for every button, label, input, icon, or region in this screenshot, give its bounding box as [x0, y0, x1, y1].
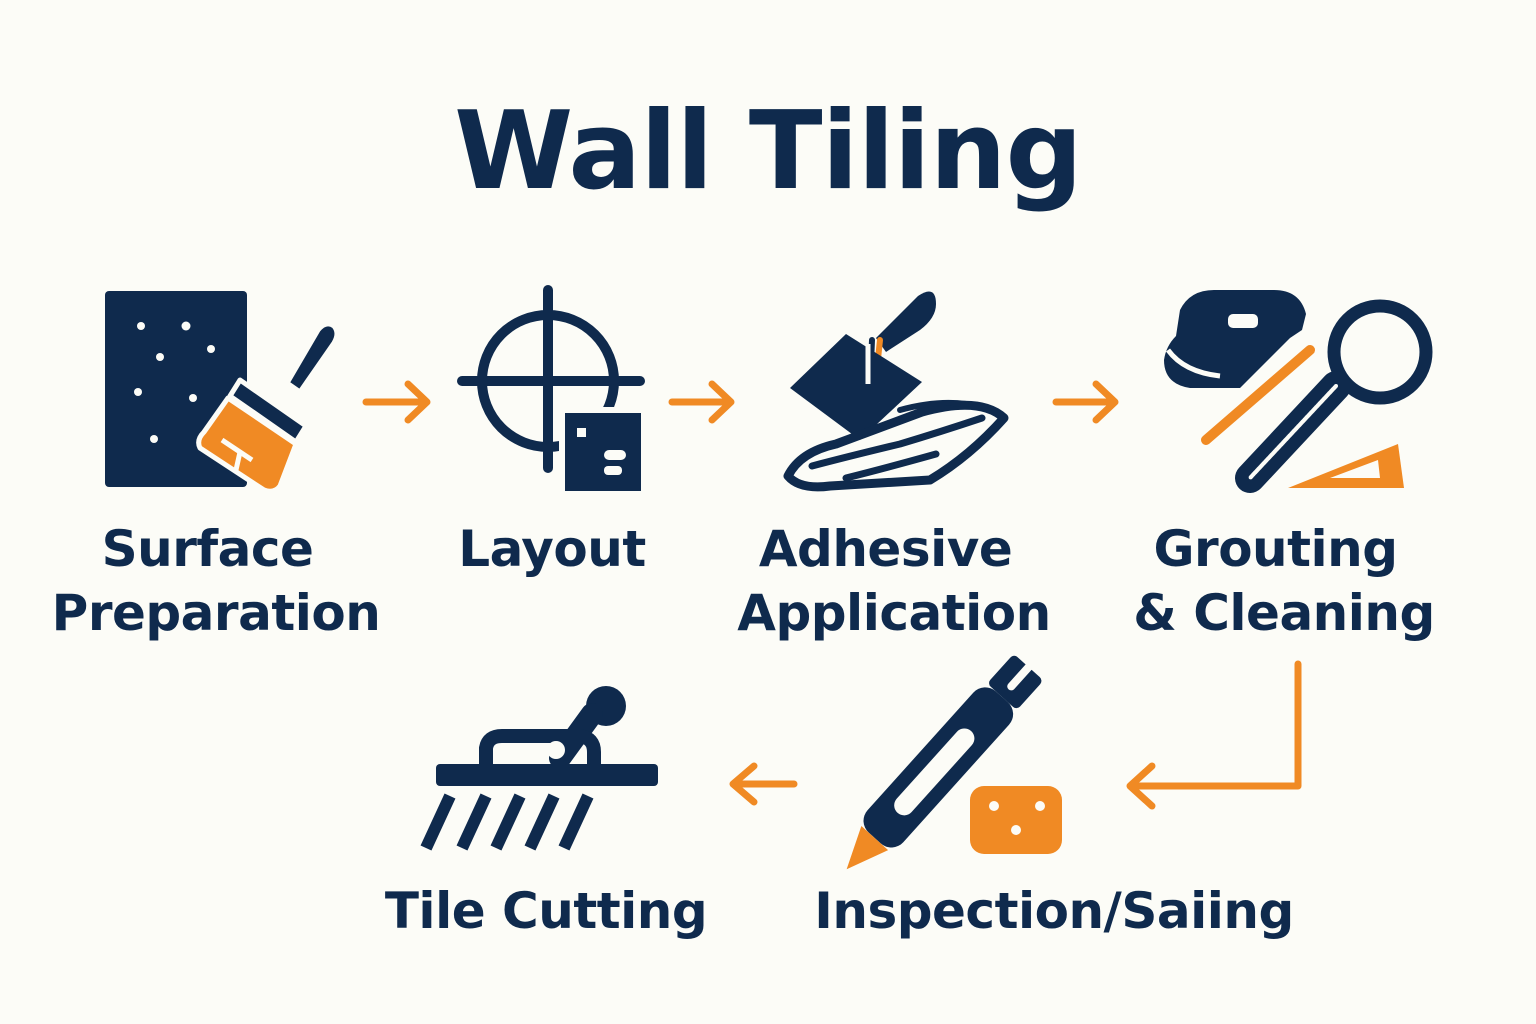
sponge-magnifier-icon	[1164, 290, 1433, 493]
step-label-line: Layout	[458, 520, 646, 578]
step-label-line: Application	[737, 584, 1050, 642]
arrow-1-to-2	[362, 380, 431, 424]
step-label-line: Surface	[102, 520, 314, 578]
page-title: Wall Tiling	[454, 89, 1082, 214]
arrow-2-to-3	[668, 380, 735, 424]
crosshair-layout-icon	[457, 285, 647, 497]
step-label-surface-preparation: Surface Preparation	[52, 520, 381, 642]
step-label-line: Preparation	[52, 584, 381, 642]
step-label-grouting-cleaning: Grouting & Cleaning	[1133, 520, 1435, 642]
step-label-line: Tile Cutting	[385, 882, 707, 940]
tile-cutter-icon	[420, 686, 658, 851]
step-label-adhesive-application: Adhesive Application	[737, 520, 1050, 642]
step-label-inspection-saiing: Inspection/Saiing	[814, 882, 1293, 940]
step-label-line: Inspection/Saiing	[814, 882, 1293, 940]
arrow-3-to-4	[1052, 380, 1119, 424]
arrow-4-to-5	[1126, 660, 1302, 810]
sealant-pen-icon	[846, 655, 1062, 870]
step-label-line: Grouting	[1154, 520, 1398, 578]
step-label-layout: Layout	[458, 520, 646, 578]
trowel-adhesive-icon	[783, 291, 1009, 492]
step-label-line: & Cleaning	[1133, 584, 1435, 642]
step-label-line: Adhesive	[759, 520, 1012, 578]
step-label-tile-cutting: Tile Cutting	[385, 882, 707, 940]
wall-paint-brush-icon	[105, 291, 340, 494]
arrow-5-to-6	[729, 762, 798, 806]
